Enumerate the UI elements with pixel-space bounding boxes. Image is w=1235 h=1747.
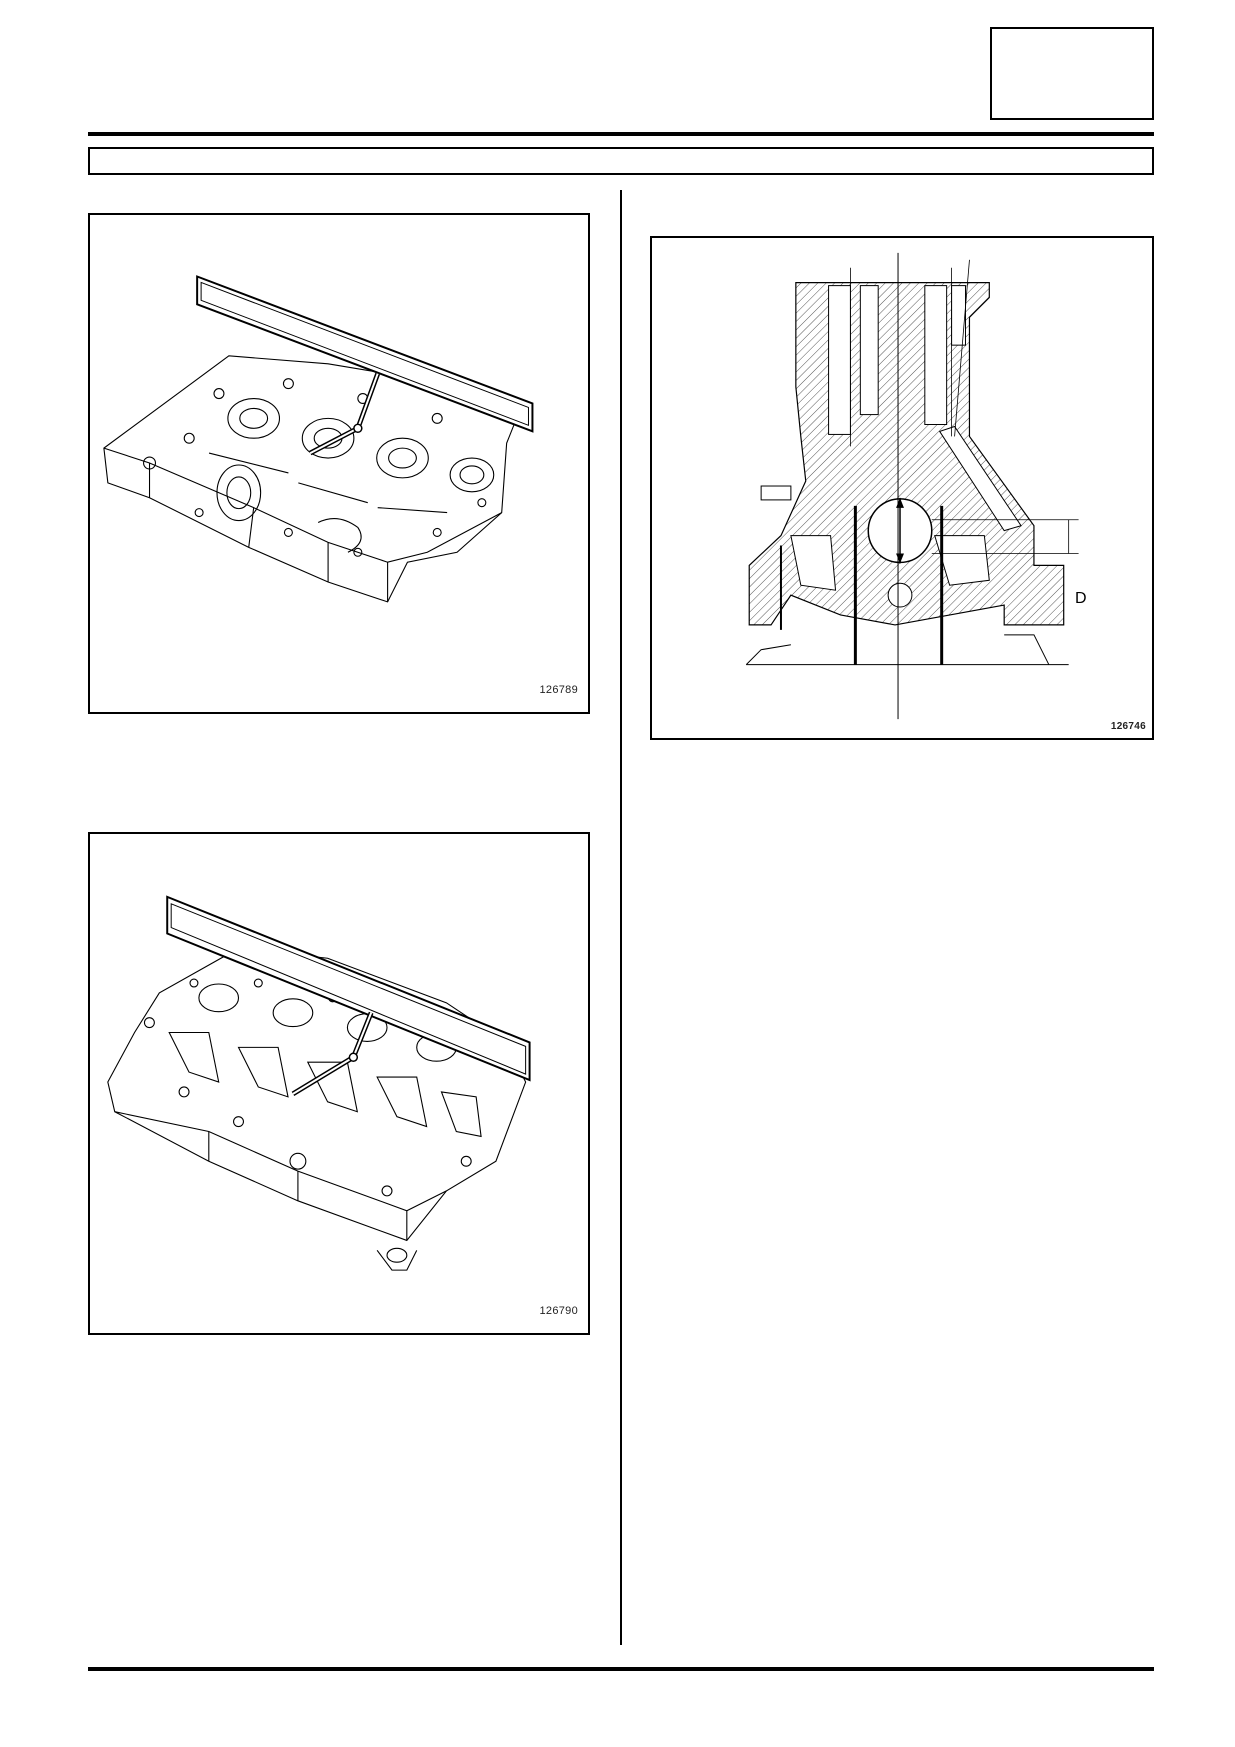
figure-number: 126790 [539,1305,578,1317]
cylinder-head-drawing-1 [103,275,534,603]
title-bar [88,147,1154,175]
footer-rule [88,1667,1154,1671]
dimension-label-d: D [1075,590,1087,607]
cylinder-head-drawing-2 [107,895,531,1271]
figure-cylinder-head-straight-edge-2: 126790 [88,832,590,1335]
figure-number: 126789 [539,684,578,696]
header-rule [88,132,1154,136]
section-view-drawing [745,252,1079,720]
column-divider [620,190,622,1645]
figure-number: 126746 [1110,721,1146,732]
page-reference-box [990,27,1154,120]
figure-cylinder-head-straight-edge-1: 126789 [88,213,590,714]
figure-section-dimension-d: D 126746 [650,236,1154,740]
